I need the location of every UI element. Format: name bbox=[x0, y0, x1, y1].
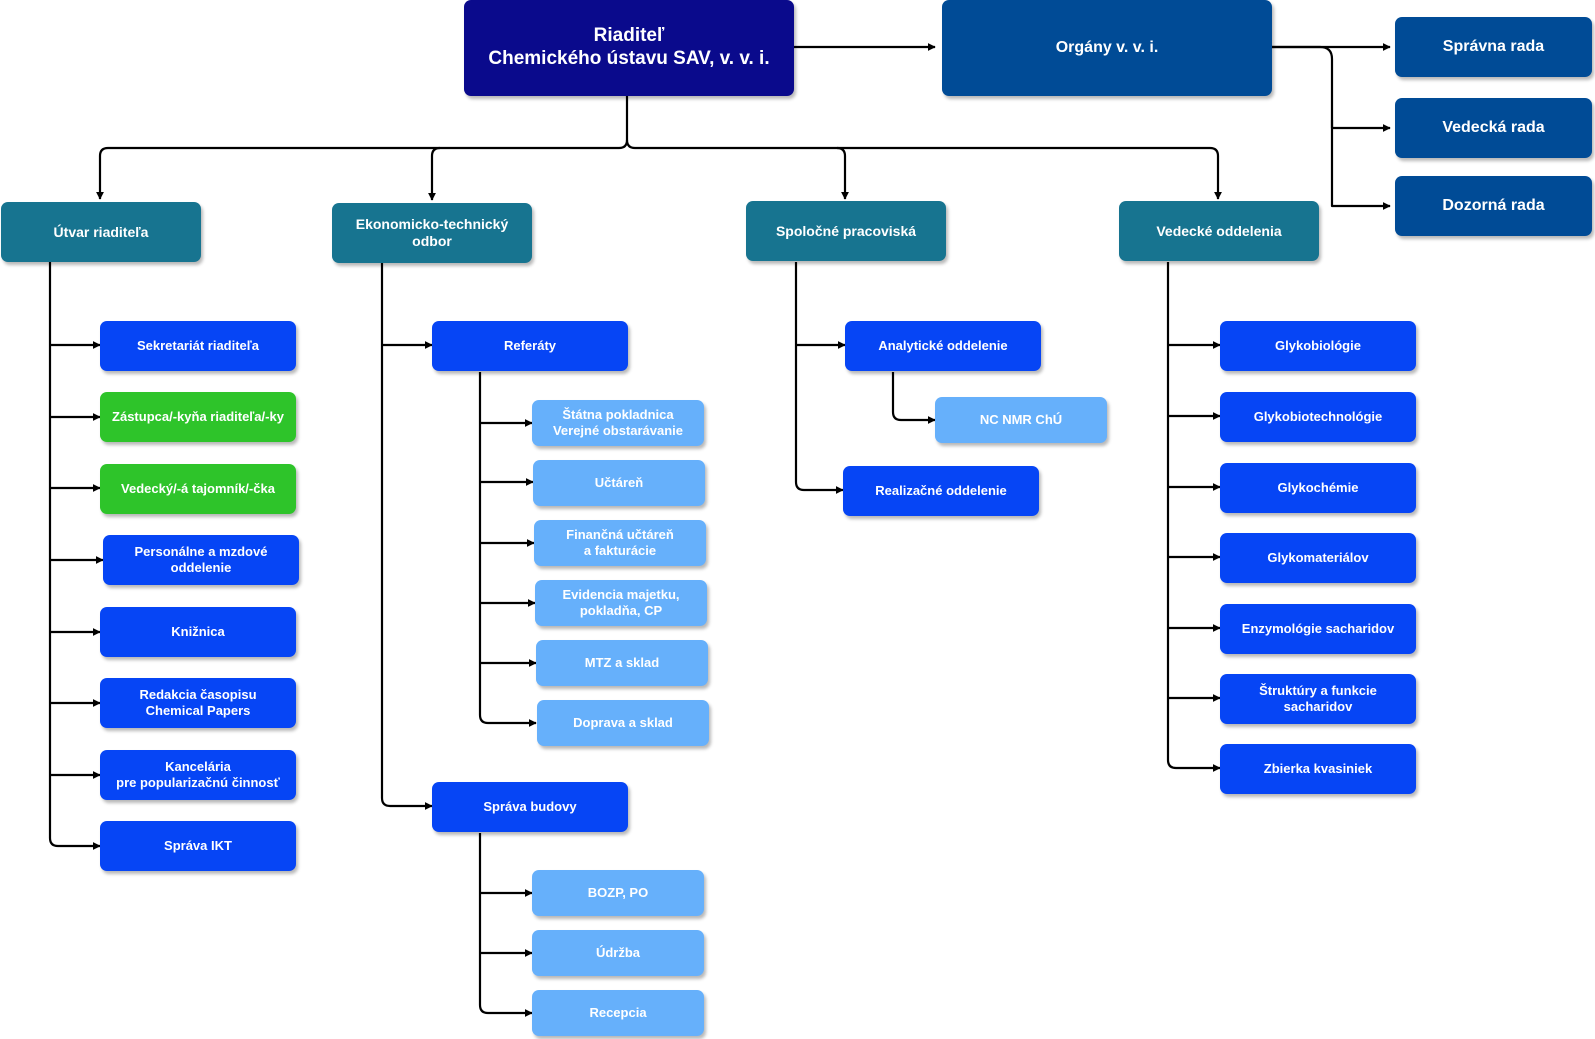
glykochemie-box: Glykochémie bbox=[1220, 463, 1416, 513]
edge-vedecke-trunk bbox=[1166, 262, 1221, 772]
mtz-sklad-box: MTZ a sklad bbox=[536, 640, 708, 686]
personalne-box: Personálne a mzdové oddelenie bbox=[103, 535, 299, 585]
sprava-ikt-box: Správa IKT bbox=[100, 821, 296, 871]
analyticke-oddelenie-box: Analytické oddelenie bbox=[845, 321, 1041, 371]
organs-box: Orgány v. v. i. bbox=[942, 0, 1272, 96]
edge-director-vedecke bbox=[837, 146, 1222, 200]
spravna-rada-box: Správna rada bbox=[1395, 17, 1592, 77]
vedecka-rada-box: Vedecká rada bbox=[1395, 98, 1592, 158]
uctaren-box: Učtáreň bbox=[533, 460, 705, 506]
tajomnik-box: Vedecký/-á tajomník/-čka bbox=[100, 464, 296, 514]
evidencia-majetku-box: Evidencia majetku, pokladňa, CP bbox=[535, 580, 707, 626]
sprava-budovy-box: Správa budovy bbox=[432, 782, 628, 832]
kancelaria-box: Kancelária pre popularizačnú činnosť bbox=[100, 750, 296, 800]
glykomaterialov-box: Glykomateriálov bbox=[1220, 533, 1416, 583]
enzymologie-box: Enzymológie sacharidov bbox=[1220, 604, 1416, 654]
spolocne-pracoviska-box: Spoločné pracoviská bbox=[746, 201, 946, 261]
edge-organs-vedecka bbox=[1268, 45, 1391, 132]
nc-nmr-box: NC NMR ChÚ bbox=[935, 397, 1107, 443]
glykobiologie-box: Glykobiológie bbox=[1220, 321, 1416, 371]
dozorna-rada-box: Dozorná rada bbox=[1395, 176, 1592, 236]
eto-box: Ekonomicko-technický odbor bbox=[332, 203, 532, 263]
struktury-funkcie-box: Štruktúry a funkcie sacharidov bbox=[1220, 674, 1416, 724]
sekretariat-box: Sekretariát riaditeľa bbox=[100, 321, 296, 371]
realizacne-oddelenie-box: Realizačné oddelenie bbox=[843, 466, 1039, 516]
zbierka-kvasiniek-box: Zbierka kvasiniek bbox=[1220, 744, 1416, 794]
redakcia-box: Redakcia časopisu Chemical Papers bbox=[100, 678, 296, 728]
bozp-box: BOZP, PO bbox=[532, 870, 704, 916]
statna-pokladnica-box: Štátna pokladnica Verejné obstarávanie bbox=[532, 400, 704, 446]
director-box: Riaditeľ Chemického ústavu SAV, v. v. i. bbox=[464, 0, 794, 96]
edge-utvar-trunk bbox=[48, 262, 101, 850]
udrzba-box: Údržba bbox=[532, 930, 704, 976]
kniznica-box: Knižnica bbox=[100, 607, 296, 657]
edge-eto-trunk bbox=[380, 263, 433, 810]
edge-organs-dozorna bbox=[1330, 120, 1391, 210]
edge-director-spolocne bbox=[625, 139, 849, 200]
vedecke-oddelenia-box: Vedecké oddelenia bbox=[1119, 201, 1319, 261]
zastupca-box: Zástupca/-kyňa riaditeľa/-ky bbox=[100, 392, 296, 442]
referaty-box: Referáty bbox=[432, 321, 628, 371]
recepcia-box: Recepcia bbox=[532, 990, 704, 1036]
edge-analyticke-nmr bbox=[891, 372, 936, 424]
edge-referaty-trunk bbox=[478, 372, 537, 727]
edge-director-eto bbox=[428, 146, 441, 201]
edge-spolocne-trunk bbox=[794, 262, 844, 494]
edge-budovy-trunk bbox=[478, 833, 533, 1017]
utvar-riaditela-box: Útvar riaditeľa bbox=[1, 202, 201, 262]
financna-uctaren-box: Finančná učtáreň a fakturácie bbox=[534, 520, 706, 566]
edge-director-utvar bbox=[96, 96, 629, 200]
doprava-sklad-box: Doprava a sklad bbox=[537, 700, 709, 746]
glykobiotechnologie-box: Glykobiotechnológie bbox=[1220, 392, 1416, 442]
